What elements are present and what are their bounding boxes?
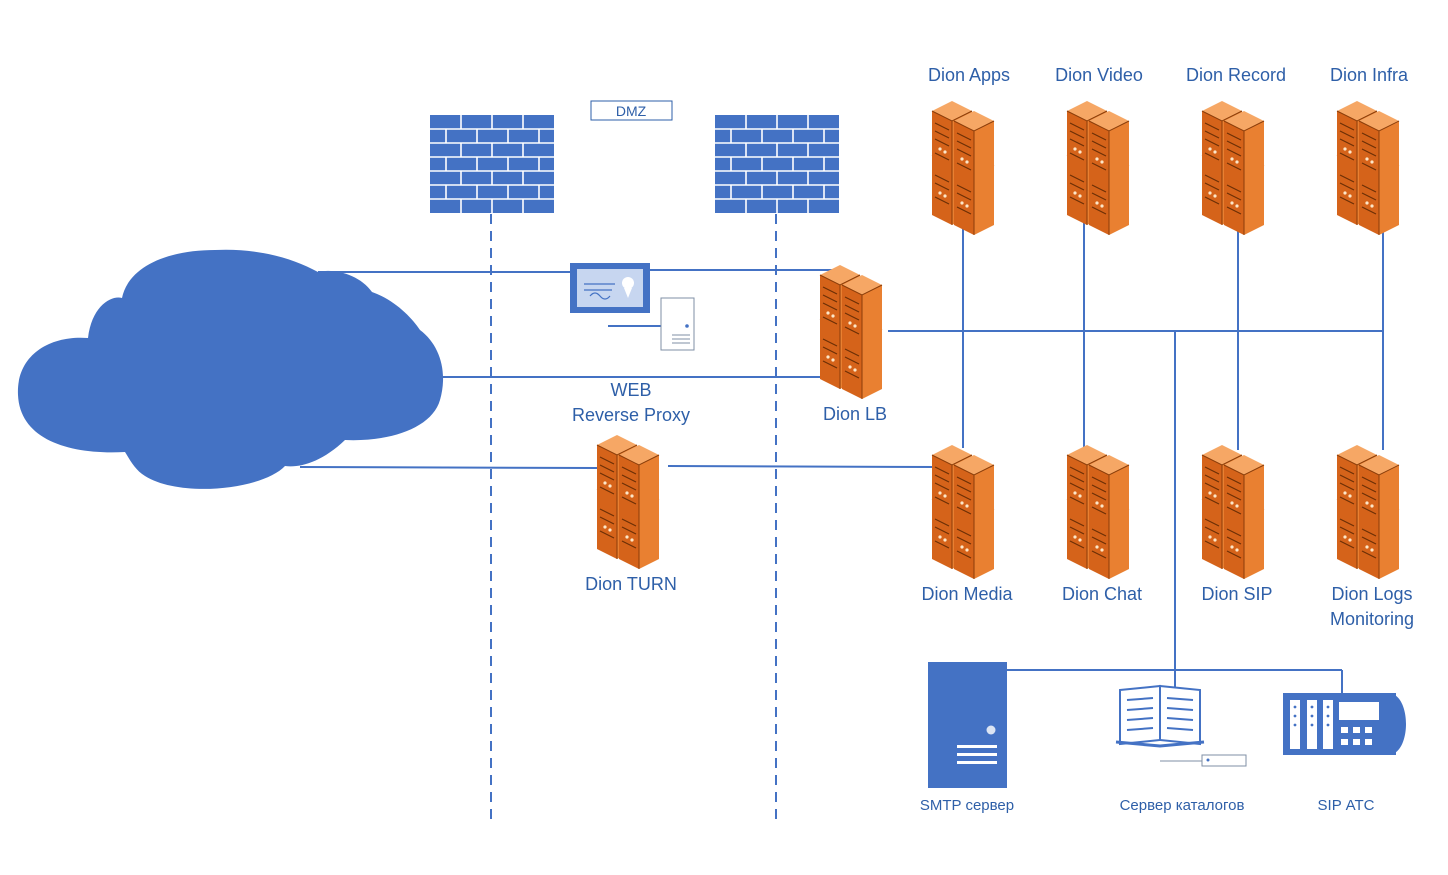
dmz-box	[590, 100, 673, 121]
dmz-label: DMZ	[616, 103, 647, 119]
cluster-label-lb: Dion LB	[823, 404, 887, 424]
server-cluster-icon	[597, 435, 659, 569]
cluster-label-chat: Dion Chat	[1062, 584, 1142, 604]
proxy-server-icon	[660, 297, 695, 351]
cluster-label-sip: Dion SIP	[1201, 584, 1272, 604]
cluster-label-video: Dion Video	[1055, 65, 1143, 85]
proxy-label-line2: Reverse Proxy	[572, 405, 690, 425]
cluster-label-logs-line2: Monitoring	[1330, 609, 1414, 629]
catalog-label: Сервер каталогов	[1120, 797, 1245, 814]
proxy-label-line1: WEB	[610, 380, 651, 400]
firewall-left-icon	[429, 114, 555, 214]
certificate-icon	[570, 263, 650, 313]
server-cluster-icon	[1202, 101, 1264, 235]
pbx-phone-icon	[1283, 693, 1406, 755]
server-cluster-icon	[820, 265, 882, 399]
cluster-label-logs-line1: Dion Logs	[1331, 584, 1412, 604]
server-cluster-icon	[1337, 101, 1399, 235]
connections	[299, 215, 1384, 694]
server-cluster-icon	[932, 445, 994, 579]
server-cluster-icon	[1202, 445, 1264, 579]
server-cluster-icon	[1067, 101, 1129, 235]
directory-book-icon	[1115, 684, 1247, 767]
firewall-right-icon	[714, 114, 840, 214]
cloud-icon	[17, 249, 444, 489]
cluster-label-apps: Dion Apps	[928, 65, 1010, 85]
smtp-label: SMTP сервер	[920, 797, 1014, 814]
cluster-label-record: Dion Record	[1186, 65, 1286, 85]
server-cluster-icon	[932, 101, 994, 235]
server-cluster-icon	[1067, 445, 1129, 579]
cluster-label-turn: Dion TURN	[585, 574, 677, 594]
cluster-label-infra: Dion Infra	[1330, 65, 1409, 85]
server-cluster-icon	[1337, 445, 1399, 579]
cluster-label-media: Dion Media	[921, 584, 1013, 604]
pbx-label: SIP АТС	[1318, 797, 1375, 814]
tower-server-icon	[928, 662, 1007, 788]
